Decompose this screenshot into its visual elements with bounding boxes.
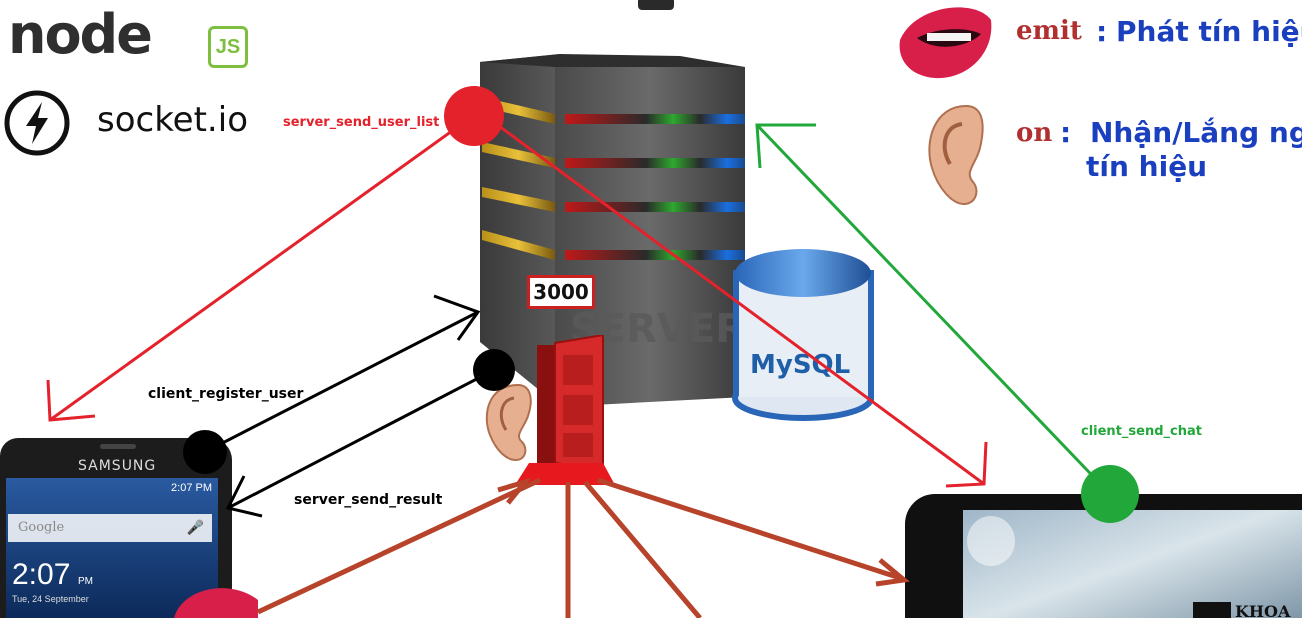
on-meaning-line1: Nhận/Lắng ng bbox=[1090, 116, 1302, 149]
on-meaning-line2: tín hiệu bbox=[1086, 150, 1208, 183]
server-send-result-arrow bbox=[225, 368, 495, 518]
socketio-logo-icon bbox=[4, 90, 70, 156]
search-text: Google bbox=[18, 520, 65, 535]
label-server-send-user-list: server_send_user_list bbox=[283, 115, 440, 130]
emit-word: emit bbox=[1016, 16, 1082, 46]
status-time: 2:07 PM bbox=[171, 482, 212, 494]
server-ear-icon bbox=[485, 383, 532, 462]
js-hexagon-icon: JS bbox=[208, 26, 248, 68]
mic-icon[interactable]: 🎤 bbox=[186, 519, 204, 535]
server-emit-node bbox=[444, 86, 504, 146]
google-search-bar[interactable]: Google 🎤 bbox=[8, 514, 212, 542]
watermark-icon bbox=[1193, 602, 1231, 618]
door-connections bbox=[256, 477, 910, 618]
red-door-icon bbox=[515, 335, 615, 485]
server-result-node bbox=[473, 349, 515, 391]
watermark-text: KHOA bbox=[1235, 602, 1291, 621]
home-clock: 2:07 bbox=[12, 558, 71, 591]
client-register-user-arrow bbox=[204, 294, 481, 454]
phone-screen: 2:07 PM Google 🎤 2:07 PM Tue, 24 Septemb… bbox=[6, 478, 218, 618]
server-send-user-list-arrows bbox=[46, 110, 988, 488]
top-tab bbox=[638, 0, 674, 10]
client-emit-node bbox=[1081, 465, 1139, 523]
label-client-register-user: client_register_user bbox=[148, 386, 304, 402]
label-client-send-chat: client_send_chat bbox=[1081, 424, 1202, 439]
home-date: Tue, 24 September bbox=[12, 594, 89, 604]
phone-brand: SAMSUNG bbox=[78, 458, 157, 474]
mysql-label: MySQL bbox=[750, 350, 850, 380]
mouth-emit-icon bbox=[899, 7, 992, 79]
mouth-client-icon bbox=[174, 588, 258, 618]
home-clock-suffix: PM bbox=[78, 576, 93, 587]
emit-colon: : bbox=[1096, 15, 1108, 48]
client-register-node bbox=[183, 430, 227, 474]
ear-on-icon bbox=[928, 104, 984, 206]
client-send-chat-arrow bbox=[755, 123, 1110, 494]
nodejs-logo-text: node bbox=[8, 3, 153, 66]
emit-meaning: Phát tín hiệu bbox=[1116, 15, 1302, 48]
port-badge: 3000 bbox=[527, 275, 595, 309]
on-word: on bbox=[1016, 118, 1053, 148]
label-server-send-result: server_send_result bbox=[294, 492, 443, 508]
game-joystick[interactable] bbox=[967, 516, 1015, 566]
phone-speaker bbox=[100, 444, 136, 449]
socketio-logo-text: socket.io bbox=[97, 100, 248, 140]
right-phone-screen: KHOA bbox=[963, 510, 1302, 621]
on-colon: : bbox=[1060, 116, 1072, 149]
mysql-database-icon: MySQL bbox=[732, 249, 874, 421]
